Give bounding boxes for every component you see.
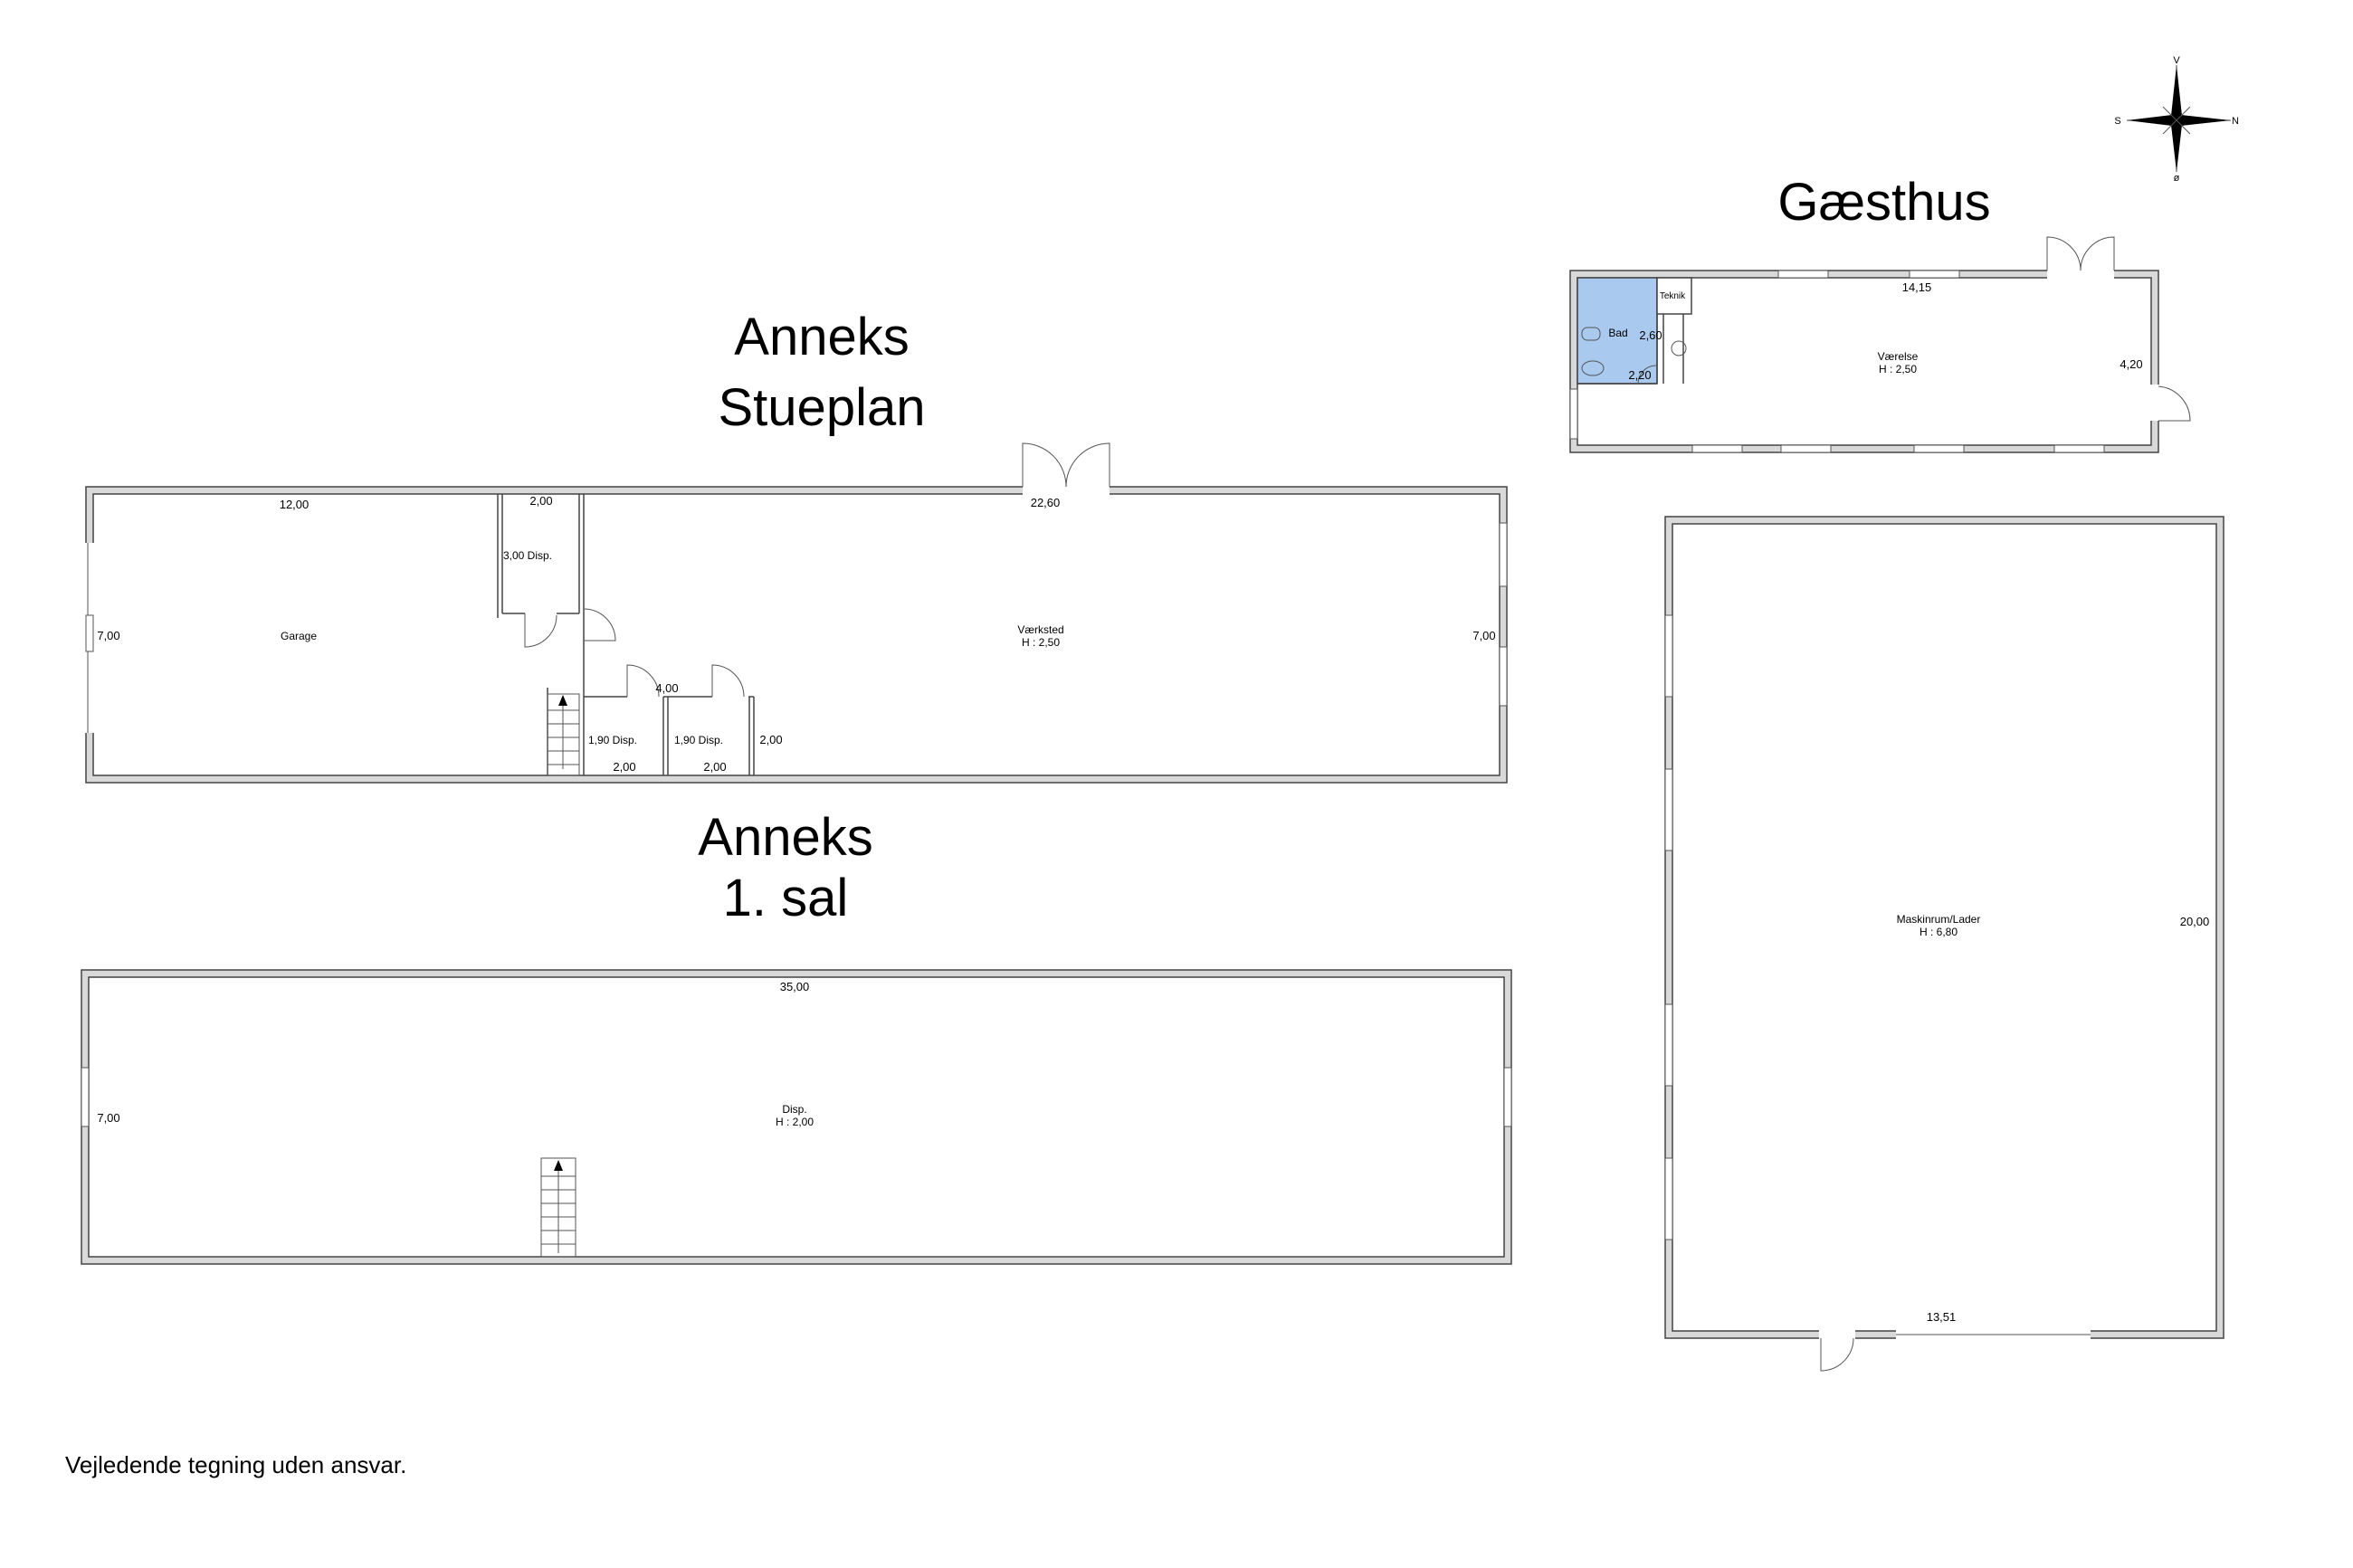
- disp-1sal-height: H : 2,00: [776, 1116, 814, 1128]
- garage-depth-dim: 7,00: [97, 629, 119, 642]
- vaerksted-depth-dim: 7,00: [1472, 629, 1495, 642]
- small-disp-2-width-dim: 2,00: [703, 760, 726, 774]
- anneks-1sal-plan: 35,00 Disp. H : 2,00 7,00: [81, 969, 1512, 1265]
- vaerelse-depth-dim: 4,20: [2120, 357, 2142, 371]
- garage-width-dim: 12,00: [280, 498, 310, 511]
- teknik-name: Teknik: [1660, 291, 1686, 301]
- compass-north-label: N: [2232, 116, 2239, 127]
- anneks-1sal-title-line1: Anneks: [698, 808, 872, 867]
- vaerelse-width-dim: 14,15: [1902, 280, 1932, 294]
- small-disp-1-label: 1,90 Disp.: [588, 734, 637, 746]
- maskinrum-plan: Maskinrum/Lader H : 6,80 20,00 13,51: [1664, 516, 2224, 1372]
- vaerelse-name: Værelse: [1878, 350, 1919, 363]
- small-disp-group-width-dim: 4,00: [655, 681, 678, 695]
- compass-south-label: S: [2114, 116, 2120, 127]
- anneks-stueplan-plan: 12,00 Garage 7,00 2,00 3,00 Disp. 22,60 …: [84, 442, 1508, 784]
- vaerksted-width-dim: 22,60: [1031, 496, 1061, 509]
- disp-top-name: 3,00 Disp.: [503, 549, 552, 562]
- vaerksted-height: H : 2,50: [1022, 636, 1060, 649]
- garage-name: Garage: [281, 630, 317, 642]
- gaesthus-plan: 14,15 Værelse H : 2,50 4,20 Bad 2,60 2,2…: [1569, 236, 2191, 453]
- disp-1sal-depth-dim: 7,00: [97, 1111, 119, 1125]
- disclaimer-text: Vejledende tegning uden ansvar.: [65, 1451, 406, 1478]
- maskinrum-height: H : 6,80: [1920, 926, 1958, 938]
- maskinrum-width-dim: 13,51: [1927, 1310, 1957, 1324]
- small-disp-2-label: 1,90 Disp.: [674, 734, 723, 746]
- anneks-1sal-title-line2: 1. sal: [723, 869, 849, 927]
- anneks-stueplan-title-line2: Stueplan: [719, 378, 926, 437]
- vaerksted-name: Værksted: [1017, 623, 1063, 636]
- bad-width-dim: 2,60: [1639, 328, 1662, 342]
- bad-name: Bad: [1608, 327, 1627, 339]
- small-disp-1-width-dim: 2,00: [613, 760, 635, 774]
- disp-1sal-name: Disp.: [782, 1103, 806, 1116]
- maskinrum-name: Maskinrum/Lader: [1897, 913, 1981, 926]
- compass-west-label: V: [2173, 55, 2180, 66]
- disp-1sal-width-dim: 35,00: [780, 980, 810, 993]
- maskinrum-depth-dim: 20,00: [2180, 915, 2210, 928]
- compass-east-label: ø: [2174, 173, 2180, 184]
- disp-top-width-dim: 2,00: [529, 494, 552, 508]
- gaesthus-title: Gæsthus: [1777, 173, 1990, 232]
- bad-room: [1577, 277, 1658, 385]
- small-disp-2-side-dim: 2,00: [759, 733, 782, 746]
- anneks-stueplan-title-line1: Anneks: [734, 308, 909, 366]
- bad-depth-dim: 2,20: [1628, 368, 1651, 382]
- compass-rose-icon: V ø S N: [2114, 55, 2239, 184]
- vaerelse-height: H : 2,50: [1879, 363, 1917, 375]
